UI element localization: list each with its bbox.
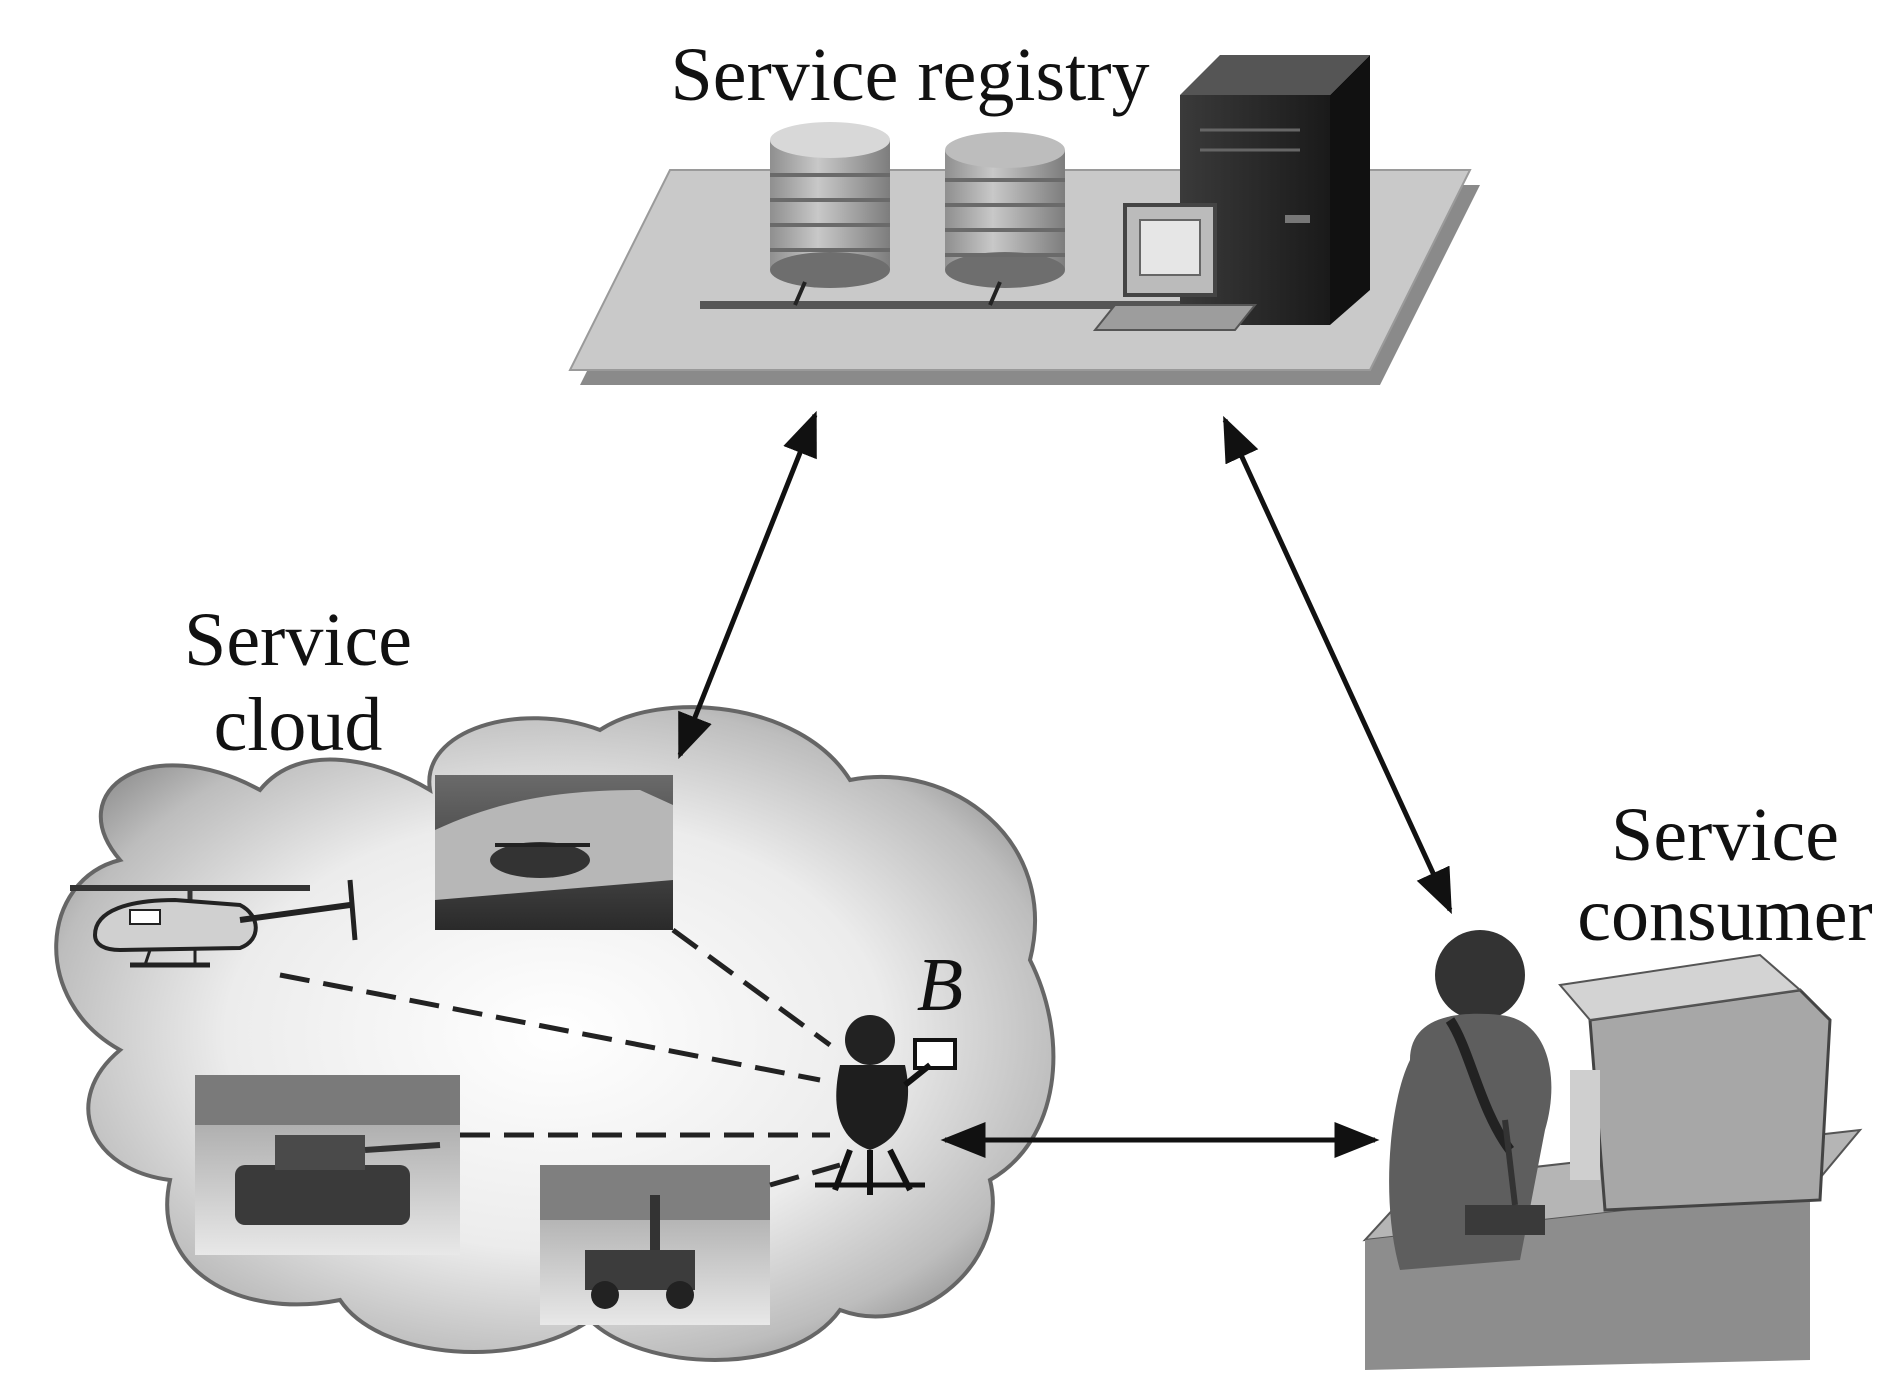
broker-agent-icon bbox=[815, 1015, 957, 1195]
service-registry-group: Service registry bbox=[568, 33, 1480, 385]
helicopter-photo bbox=[435, 775, 673, 930]
database-disk-icon bbox=[770, 122, 890, 306]
service-cloud-group: B Service cloud bbox=[54, 598, 1056, 1362]
database-disk-icon bbox=[945, 132, 1065, 306]
service-cloud-label-line1: Service bbox=[184, 598, 412, 682]
service-consumer-label-line1: Service bbox=[1611, 793, 1839, 877]
service-cloud-label-line2: cloud bbox=[214, 683, 383, 767]
terminal-monitor-icon bbox=[1092, 203, 1258, 331]
service-consumer-label-line2: consumer bbox=[1577, 873, 1872, 957]
registry-cloud-arrow bbox=[677, 410, 818, 760]
ground-robot-vehicle-photo bbox=[540, 1165, 770, 1325]
service-consumer-group: Service consumer bbox=[1362, 793, 1873, 1370]
consumer-person-icon bbox=[1389, 930, 1552, 1270]
server-tower-icon bbox=[1180, 55, 1370, 325]
service-registry-label: Service registry bbox=[670, 33, 1149, 117]
registry-consumer-arrow bbox=[1222, 415, 1453, 915]
broker-label: B bbox=[917, 943, 963, 1027]
photo-broker-dashed-link bbox=[671, 927, 832, 1048]
tank-photo bbox=[195, 1075, 460, 1255]
consumer-computer-monitor-icon bbox=[1558, 953, 1832, 1212]
helicopter-icon bbox=[70, 879, 358, 968]
helicopter-broker-dashed-link bbox=[279, 972, 821, 1083]
vehicle-broker-dashed-link bbox=[769, 1162, 841, 1188]
